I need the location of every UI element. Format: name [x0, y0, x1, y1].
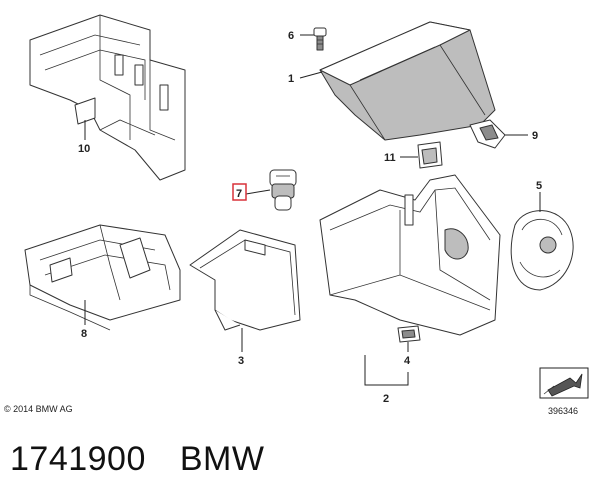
part-3-bracket: [189, 229, 301, 331]
callout-6: 6: [288, 30, 294, 42]
callout-7-highlight: [232, 183, 247, 201]
callout-4: 4: [404, 355, 411, 367]
part-2-housing: [319, 174, 501, 336]
callout-3: 3: [238, 355, 244, 367]
caption: 1741900 BMW: [10, 440, 264, 479]
part-7-connector: [269, 169, 297, 211]
direction-arrow-box: [539, 367, 589, 399]
part-11-grommet: [417, 141, 443, 169]
callout-8: 8: [81, 328, 87, 340]
part-10-frame: [29, 14, 186, 181]
image-number: 396346: [548, 406, 579, 416]
brand-name: BMW: [179, 440, 265, 478]
part-6-screw: [313, 27, 327, 51]
part-5-round-cover: [510, 210, 574, 291]
leader-lines: [84, 34, 541, 386]
callout-2: 2: [383, 393, 389, 405]
callout-1: 1: [288, 73, 294, 85]
part-8-frame: [24, 224, 181, 331]
callout-10: 10: [78, 143, 90, 155]
exploded-parts-diagram: 6 1 9 11 5 7 10 8 3 4 2: [24, 14, 589, 405]
part-4-grommet: [397, 325, 421, 343]
copyright-notice: © 2014 BMW AG: [4, 404, 73, 414]
callout-7: 7: [236, 188, 242, 200]
callout-5: 5: [536, 180, 542, 192]
part-number: 1741900: [10, 440, 146, 478]
callout-9: 9: [532, 130, 538, 142]
callout-labels: 6 1 9 11 5 7 10 8 3 4 2: [78, 30, 542, 405]
callout-11: 11: [384, 152, 396, 164]
part-9-clip: [469, 119, 506, 149]
part-1-cover: [319, 21, 496, 141]
